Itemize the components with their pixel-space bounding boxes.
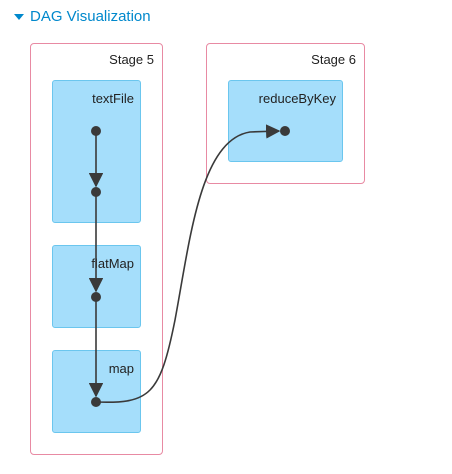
dag-visualization-toggle[interactable]: DAG Visualization [14, 6, 151, 26]
rdd-cluster-reducebykey[interactable]: reduceByKey [228, 80, 343, 162]
section-title: DAG Visualization [30, 7, 151, 25]
stage-label: Stage 5 [109, 52, 154, 67]
rdd-label: flatMap [91, 256, 134, 271]
rdd-label: textFile [92, 91, 134, 106]
rdd-cluster-map[interactable]: map [52, 350, 141, 433]
rdd-label: map [108, 361, 134, 376]
rdd-cluster-flatmap[interactable]: flatMap [52, 245, 141, 328]
caret-down-icon [14, 13, 24, 20]
rdd-label: reduceByKey [258, 91, 336, 106]
rdd-cluster-textfile[interactable]: textFile [52, 80, 141, 223]
stage-label: Stage 6 [311, 52, 356, 67]
